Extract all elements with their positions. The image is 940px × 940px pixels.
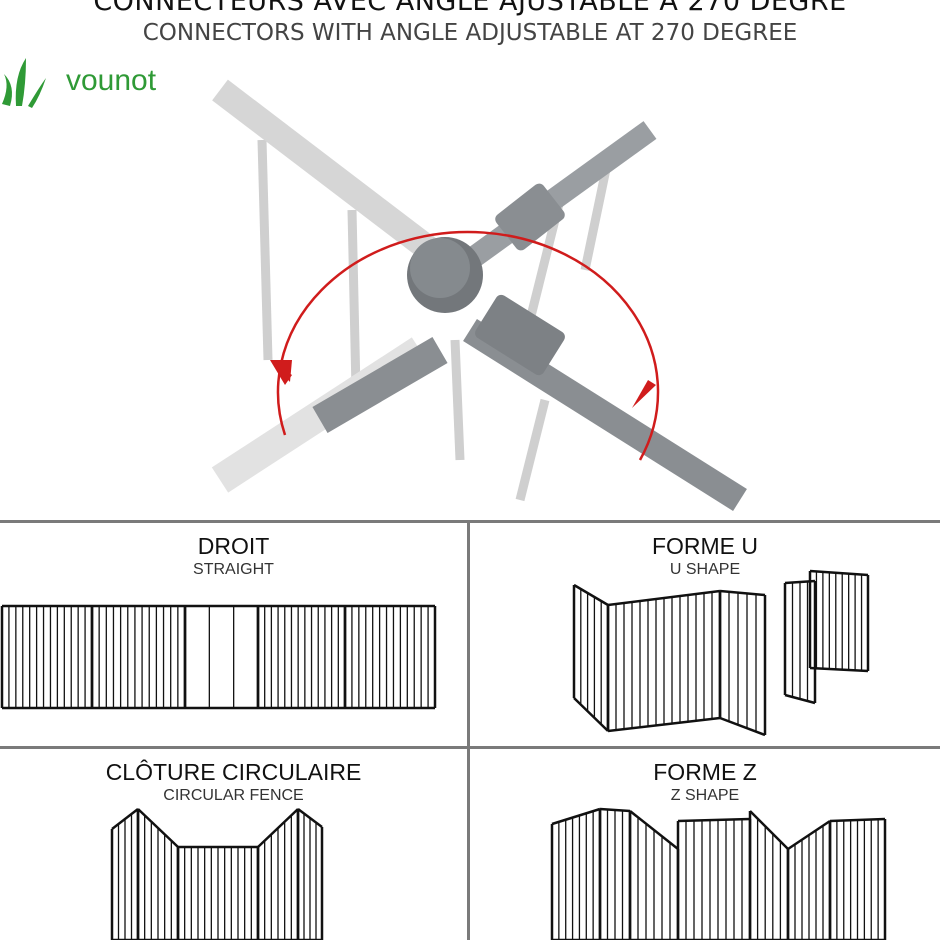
- fence-panel: [598, 807, 632, 940]
- fence-panel: [90, 604, 187, 710]
- brand-logo: vounot: [0, 56, 180, 112]
- fence-panel: [0, 604, 94, 710]
- divider-horizontal-middle: [0, 746, 940, 749]
- panel-circular: CLÔTURE CIRCULAIRE CIRCULAR FENCE: [0, 749, 467, 940]
- panel-subtitle: U SHAPE: [669, 561, 741, 578]
- rail-upper-left: [212, 79, 438, 261]
- fence-panel: [136, 808, 180, 940]
- fence-panel: [828, 817, 887, 940]
- panel-straight: DROIT STRAIGHT: [0, 523, 467, 746]
- fence-circular-image: [110, 808, 324, 940]
- divider-vertical: [467, 520, 470, 940]
- fence-panel: [256, 604, 347, 710]
- arrow-left-icon: [270, 360, 292, 385]
- panel-subtitle: Z SHAPE: [670, 787, 740, 804]
- fence-panel: [748, 810, 790, 940]
- fence-panel: [572, 583, 610, 732]
- leaf-logo-icon: [2, 58, 46, 108]
- rail-lower-right: [463, 294, 747, 512]
- title-english: CONNECTORS WITH ANGLE ADJUSTABLE AT 270 …: [142, 20, 798, 46]
- fence-panel: [606, 589, 722, 733]
- fence-straight-image: [0, 604, 437, 710]
- panel-title: FORME Z: [653, 759, 757, 785]
- panel-z-shape: FORME Z Z SHAPE: [470, 749, 940, 940]
- arrowhead-right-icon: [632, 380, 656, 408]
- divider-horizontal-top: [0, 520, 940, 523]
- fence-panel: [296, 808, 324, 940]
- fence-panel: [808, 569, 870, 673]
- panel-subtitle: CIRCULAR FENCE: [163, 787, 304, 804]
- fence-panel: [183, 604, 260, 710]
- rail-lower-left: [211, 337, 448, 493]
- fence-panel: [343, 604, 437, 710]
- fence-u-shape-image: [572, 569, 870, 737]
- panel-u-shape: FORME U U SHAPE: [470, 523, 940, 746]
- rotation-arc: [276, 230, 660, 461]
- rail-upper-right: [463, 121, 657, 269]
- logo-text: vounot: [66, 64, 157, 97]
- fence-z-shape-image: [550, 807, 887, 940]
- connector-illustration: [211, 79, 747, 512]
- fence-panel: [786, 819, 832, 940]
- fence-panel: [256, 808, 300, 940]
- fence-panel: [676, 817, 752, 940]
- panel-title: CLÔTURE CIRCULAIRE: [105, 759, 362, 785]
- fence-panel: [550, 807, 602, 940]
- fence-panel: [718, 589, 767, 737]
- panel-subtitle: STRAIGHT: [193, 561, 274, 578]
- arrowhead-left-icon: [270, 360, 292, 382]
- fence-panel: [110, 808, 140, 940]
- panel-title: FORME U: [651, 533, 759, 559]
- fence-panel: [628, 810, 680, 940]
- panel-title: DROIT: [197, 533, 270, 559]
- fence-panel: [176, 845, 260, 940]
- title-french: CONNECTEURS AVEC ANGLE AJUSTABLE À 270 D…: [93, 0, 847, 17]
